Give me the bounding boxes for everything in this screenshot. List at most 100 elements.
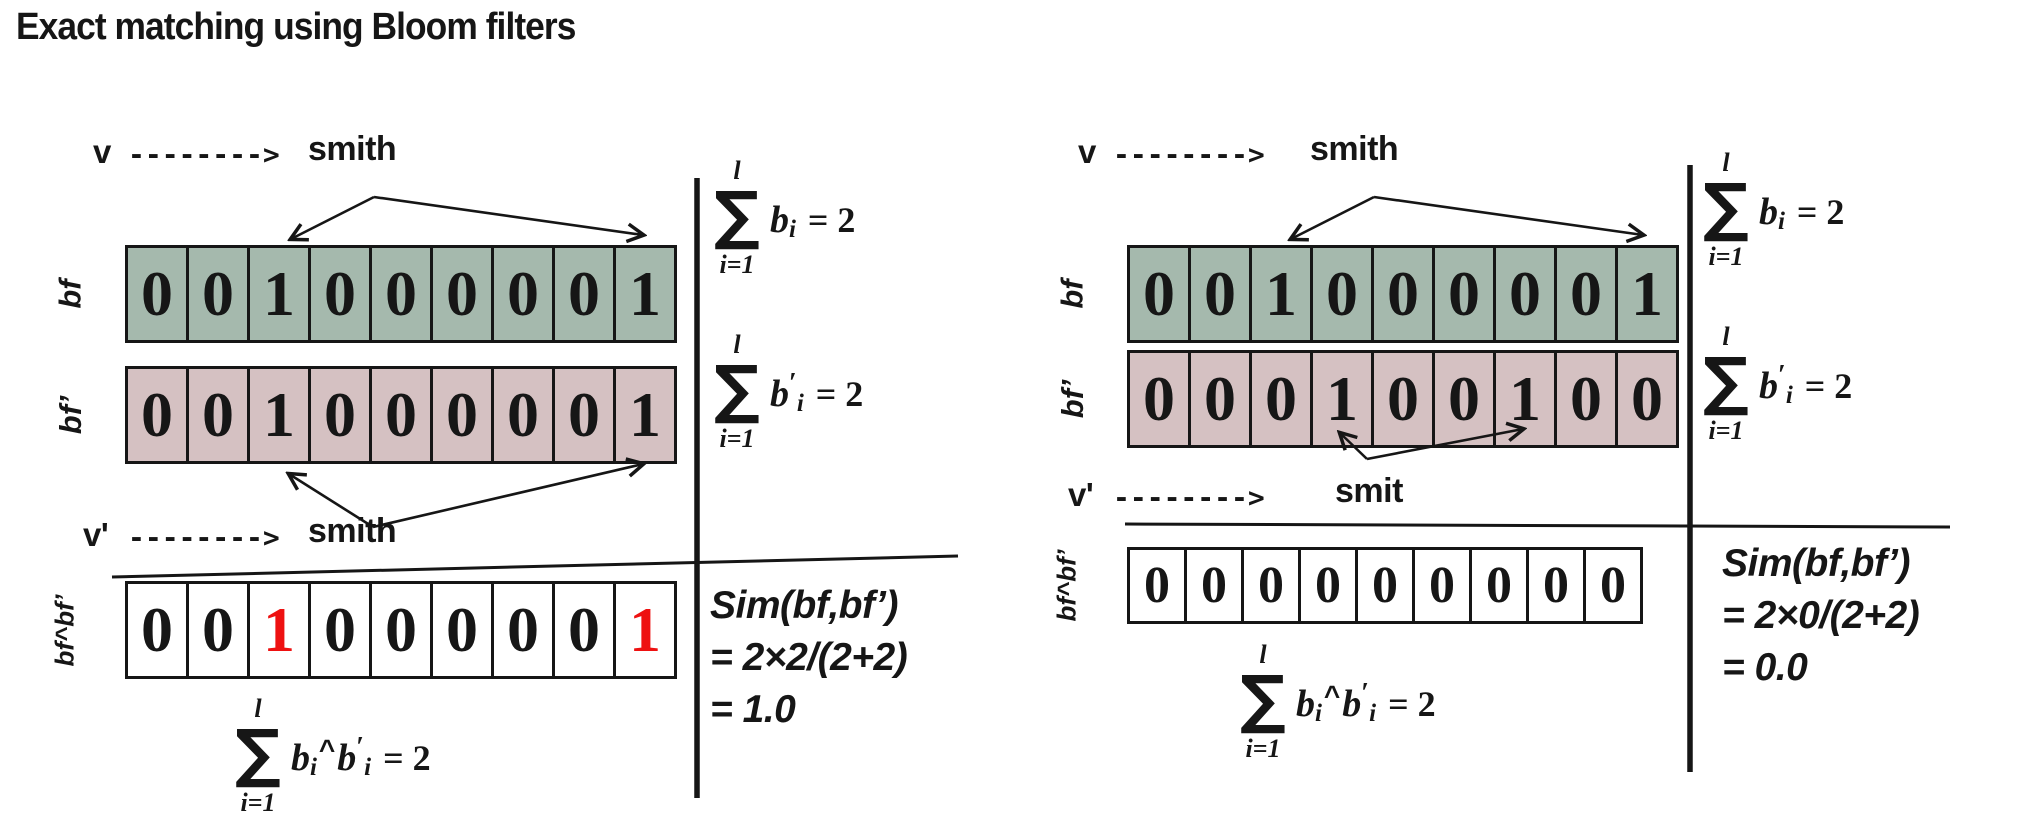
bit-cell: 1 — [1249, 245, 1313, 343]
bit-cell: 0 — [552, 245, 616, 343]
bit-cell: 0 — [491, 366, 555, 464]
sim-expression: Sim(bf,bf’) — [710, 584, 899, 627]
formula-body: b′i= 2 — [1758, 359, 1853, 409]
bit-cell: 0 — [1615, 350, 1679, 448]
bit-cell: 0 — [1249, 350, 1313, 448]
sim-expression: Sim(bf,bf’) — [1722, 542, 1911, 585]
hash-arrow-right-bf-cell3 — [1291, 195, 1375, 239]
slide-title: Exact matching using Bloom filters — [16, 6, 576, 48]
bit-cell: 0 — [1298, 547, 1358, 624]
bit-cell: 0 — [369, 366, 433, 464]
v-hash-arrow: --------> — [128, 138, 280, 171]
similarity-result: Sim(bf,bf’) = 2×2/(2+2) = 1.0 — [710, 580, 908, 736]
bit-cell: 0 — [369, 245, 433, 343]
sim-calculation: = 2×0/(2+2) — [1722, 594, 1920, 637]
v-hash-arrow: --------> — [1113, 138, 1265, 171]
bf-label: bf — [52, 279, 88, 309]
bit-cell: 0 — [430, 581, 494, 679]
bit-cell: 1 — [1310, 350, 1374, 448]
bit-cell: 0 — [1188, 245, 1252, 343]
xor-label: bf^bf’ — [49, 594, 80, 666]
bit-cell: 0 — [1469, 547, 1529, 624]
bit-cell: 0 — [430, 366, 494, 464]
bit-cell: 0 — [1432, 245, 1496, 343]
bf-prime-label: bf’ — [1055, 379, 1090, 419]
bit-cell: 0 — [1554, 350, 1618, 448]
bit-cell: 0 — [308, 581, 372, 679]
v-prime-label: v' — [83, 516, 109, 553]
bit-cell: 0 — [369, 581, 433, 679]
bit-cell: 0 — [125, 245, 189, 343]
similarity-result: Sim(bf,bf’) = 2×0/(2+2) = 0.0 — [1722, 538, 1920, 694]
bit-cell: 0 — [1583, 547, 1643, 624]
bit-cell: 1 — [1615, 245, 1679, 343]
bit-cell: 0 — [125, 581, 189, 679]
bit-cell: 1 — [613, 366, 677, 464]
v-label: v — [93, 133, 111, 170]
bit-cell: 0 — [1412, 547, 1472, 624]
bf-prime-label: bf’ — [53, 395, 88, 435]
hash-arrow-right-bf-cell9 — [1373, 195, 1643, 235]
bit-cell: 1 — [247, 581, 311, 679]
sigma-icon: l∑i=1 — [235, 694, 281, 817]
v-word: smith — [308, 130, 397, 168]
v-word: smith — [1310, 130, 1399, 168]
hash-arrow-left-bfprime-cell9 — [372, 464, 643, 529]
v-prime-hash-arrow: --------> — [128, 521, 280, 554]
bit-cell: 0 — [552, 366, 616, 464]
hash-arrow-left-bf-cell3 — [291, 195, 375, 239]
v-prime-word: smit — [1335, 472, 1403, 510]
sigma-icon: l∑i=1 — [714, 156, 760, 279]
sim-value: = 1.0 — [710, 688, 796, 731]
sim-calculation: = 2×2/(2+2) — [710, 636, 908, 679]
separator-line-left — [111, 554, 959, 579]
bit-cell: 1 — [613, 245, 677, 343]
sigma-icon: l∑i=1 — [714, 330, 760, 453]
bit-cell: 0 — [186, 581, 250, 679]
bit-cell: 0 — [552, 581, 616, 679]
v-prime-label: v' — [1068, 476, 1094, 513]
bit-cell: 0 — [1127, 245, 1191, 343]
bit-cell: 0 — [430, 245, 494, 343]
bf-label: bf — [1054, 279, 1090, 309]
formula-body: b′i= 2 — [769, 367, 864, 417]
bit-cell: 0 — [1371, 245, 1435, 343]
bit-cell: 0 — [308, 245, 372, 343]
v-prime-word: smith — [308, 512, 397, 550]
bit-cell: 0 — [1371, 350, 1435, 448]
bit-cell: 0 — [1432, 350, 1496, 448]
hash-arrow-left-bf-cell9 — [373, 195, 643, 235]
sigma-icon: l∑i=1 — [1703, 148, 1749, 271]
bit-cell: 0 — [125, 366, 189, 464]
bit-cell: 0 — [1526, 547, 1586, 624]
sim-value: = 0.0 — [1722, 646, 1808, 689]
bit-cell: 0 — [1310, 245, 1374, 343]
bit-cell: 1 — [1493, 350, 1557, 448]
xor-label: bf^bf’ — [1051, 549, 1082, 622]
v-prime-hash-arrow: --------> — [1113, 481, 1265, 514]
bit-cell: 0 — [491, 581, 555, 679]
v-label: v — [1078, 133, 1096, 170]
bit-cell: 0 — [186, 366, 250, 464]
bit-cell: 1 — [247, 245, 311, 343]
bit-cell: 0 — [1554, 245, 1618, 343]
bit-cell: 0 — [1241, 547, 1301, 624]
sigma-icon: l∑i=1 — [1703, 322, 1749, 445]
bit-cell: 0 — [308, 366, 372, 464]
separator-line-right — [1124, 522, 1951, 529]
